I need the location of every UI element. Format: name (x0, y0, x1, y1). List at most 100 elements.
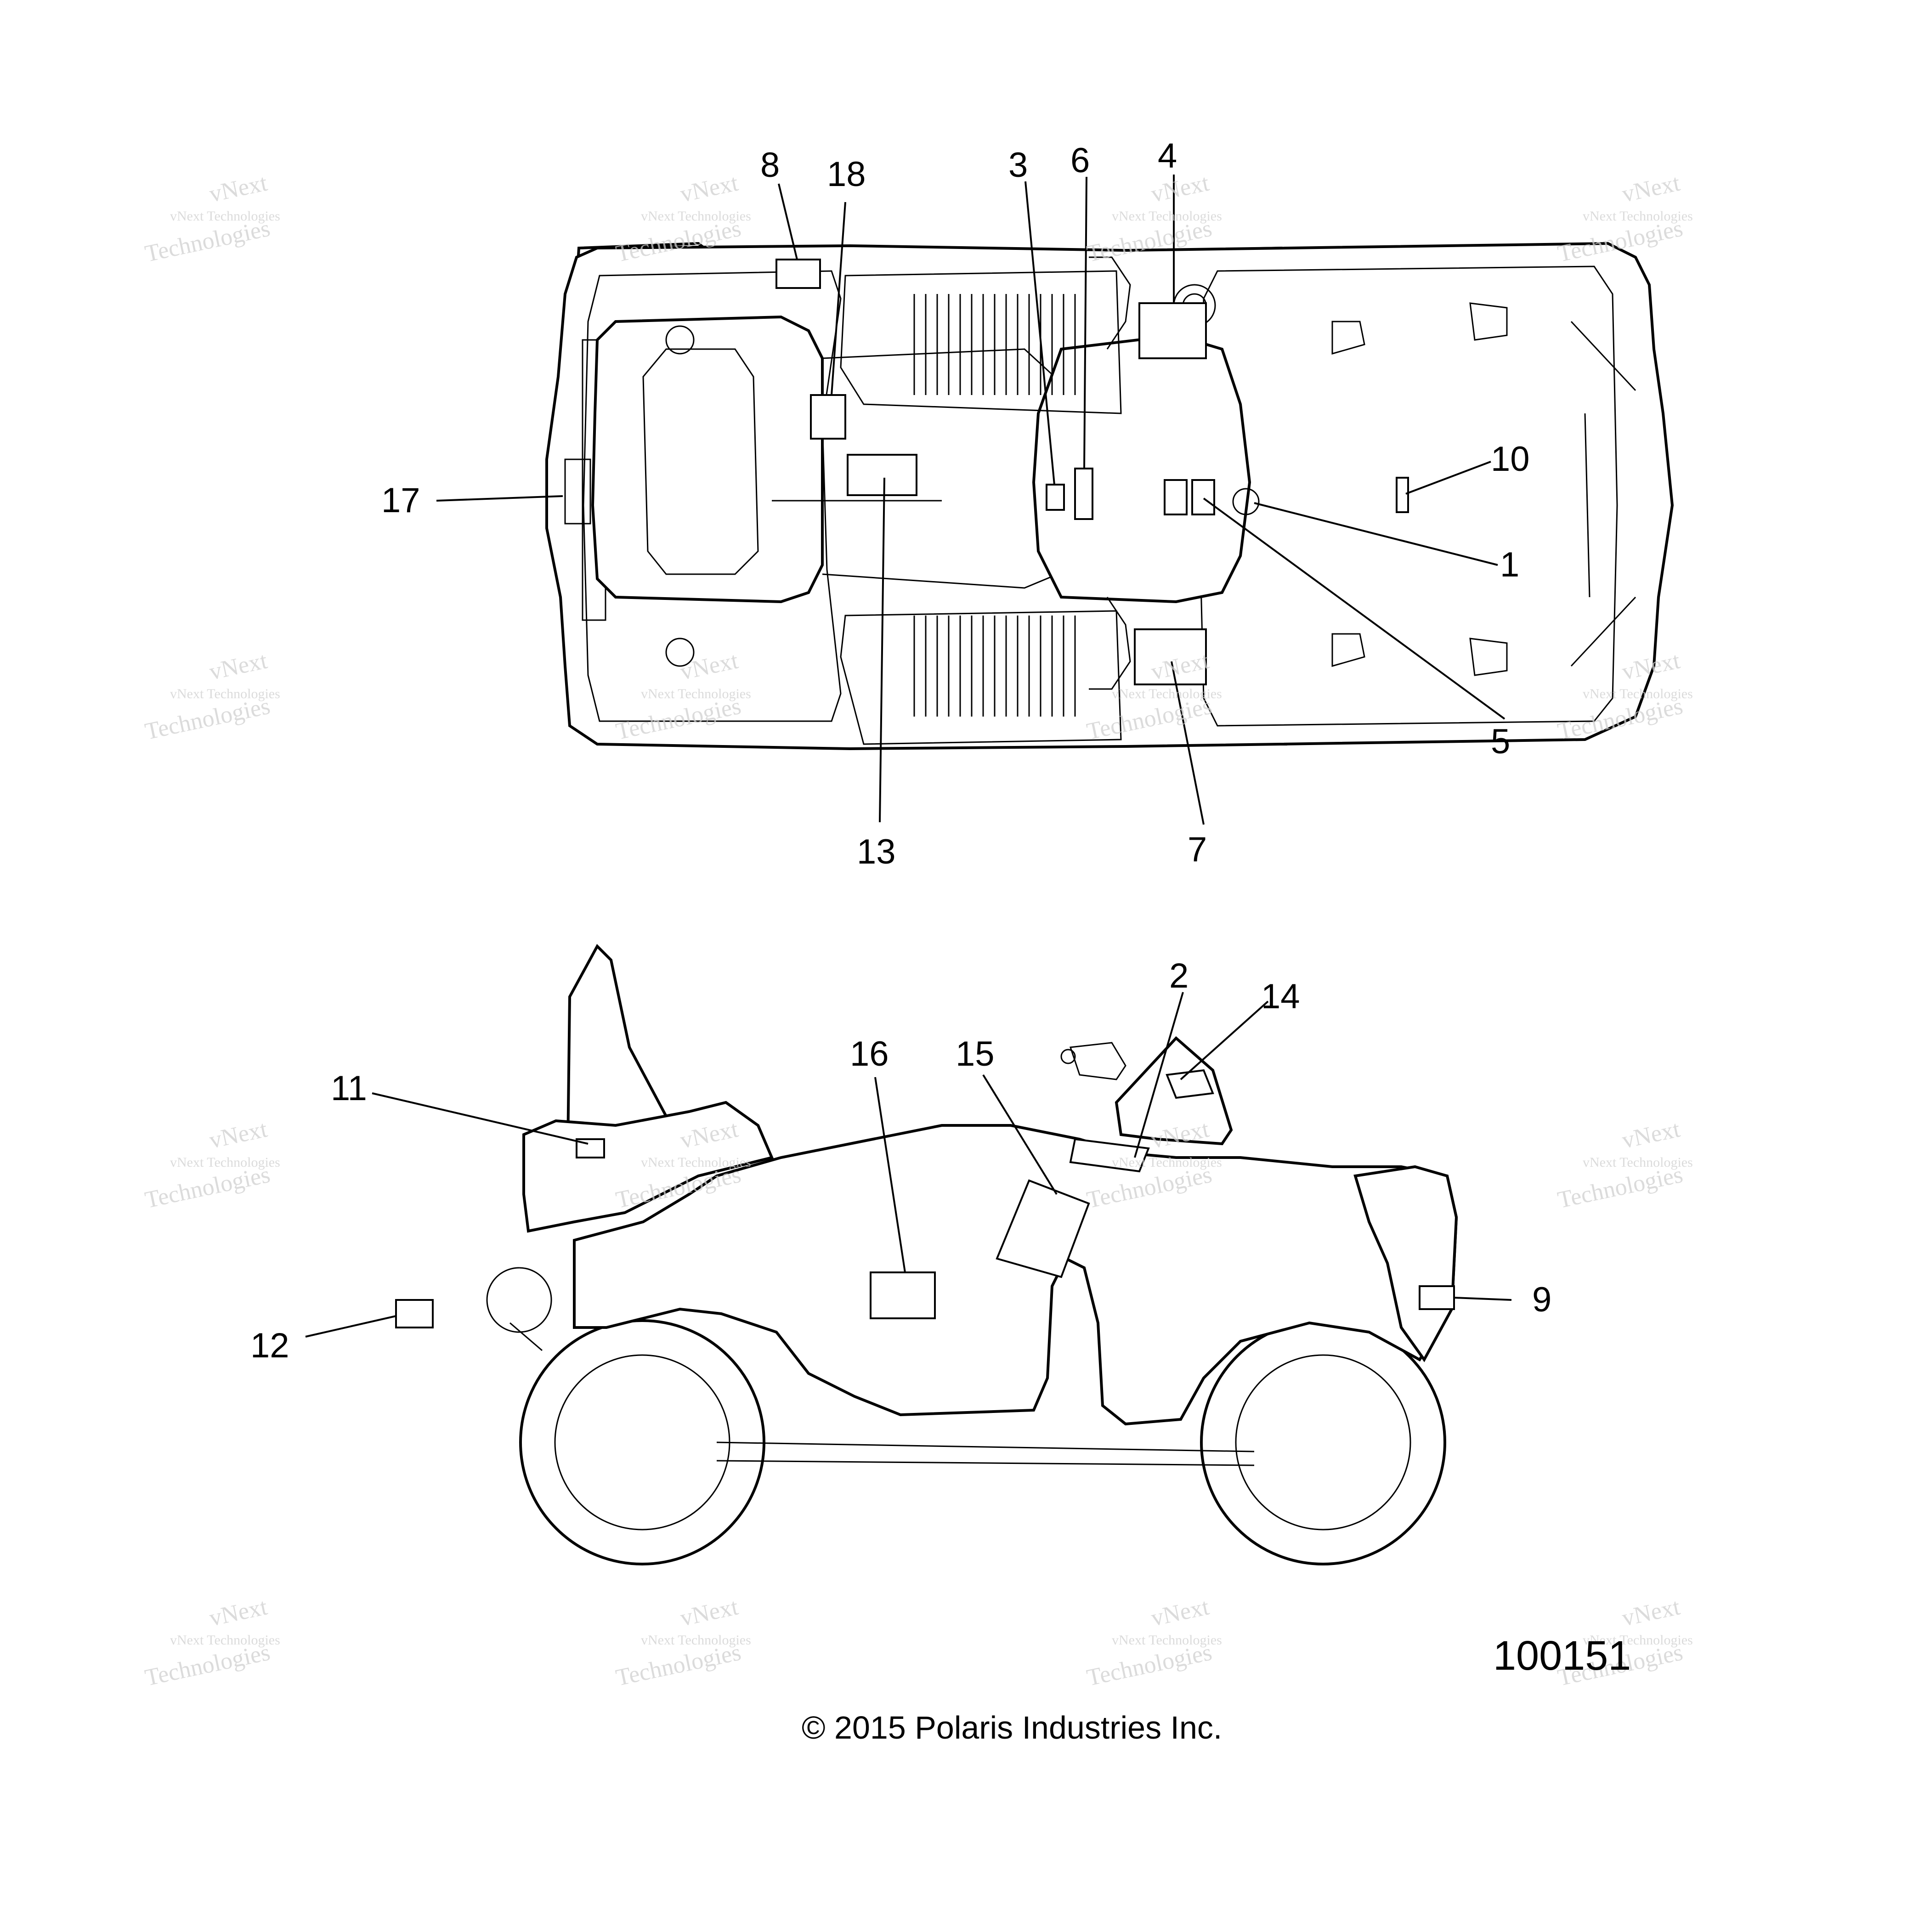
callout-9: 9 (1532, 1280, 1551, 1319)
decal-10 (1396, 477, 1409, 513)
seat (591, 315, 824, 604)
callout-16: 16 (850, 1034, 889, 1073)
svg-text:vNext Technologies: vNext Technologies (1112, 1633, 1222, 1648)
seat-contour (642, 348, 759, 575)
headlight (1232, 488, 1260, 515)
svg-text:vNext: vNext (207, 1116, 270, 1153)
svg-text:vNext Technologies: vNext Technologies (1112, 1155, 1222, 1170)
svg-text:vNext Technologies: vNext Technologies (1583, 209, 1693, 224)
exhaust (486, 1267, 552, 1351)
left-handlebar (1089, 256, 1131, 350)
watermark-15: vNext vNext Technologies Technologies (1085, 1593, 1222, 1691)
callout-15: 15 (956, 1034, 995, 1073)
side-view: 2 14 11 16 15 9 12 (250, 944, 1551, 1565)
grip-end (1060, 1049, 1076, 1064)
svg-text:vNext: vNext (207, 169, 270, 207)
svg-text:vNext Technologies: vNext Technologies (1112, 209, 1222, 224)
svg-text:vNext: vNext (1620, 1593, 1683, 1631)
svg-text:vNext: vNext (207, 1593, 270, 1631)
svg-text:vNext Technologies: vNext Technologies (1583, 686, 1693, 701)
top-callouts: 8 18 3 6 4 10 1 5 7 13 17 (381, 136, 1530, 871)
svg-text:vNext Technologies: vNext Technologies (170, 209, 280, 224)
decal-6 (1074, 468, 1093, 520)
decal-18 (810, 394, 846, 440)
callout-5: 5 (1491, 722, 1510, 761)
svg-text:vNext Technologies: vNext Technologies (641, 1155, 751, 1170)
watermark-1: vNext vNext Technologies Technologies (143, 169, 280, 267)
front-fender (1353, 1165, 1458, 1362)
watermark-5: vNext vNext Technologies Technologies (143, 647, 280, 745)
copyright: © 2015 Polaris Industries Inc. (802, 1710, 1222, 1746)
right-footrest-treads (913, 616, 1076, 717)
rack-holes (665, 302, 1636, 676)
tail-light (564, 458, 591, 525)
decal-5a (1164, 479, 1188, 515)
grip (1069, 1042, 1126, 1080)
watermark-4: vNext vNext Technologies Technologies (1556, 169, 1693, 267)
callout-4: 4 (1158, 136, 1177, 175)
left-footrest-treads (913, 294, 1076, 395)
watermark-14: vNext vNext Technologies Technologies (614, 1593, 751, 1691)
svg-text:vNext Technologies: vNext Technologies (1583, 1155, 1693, 1170)
side-callouts: 2 14 11 16 15 9 12 (250, 956, 1551, 1365)
callout-17: 17 (381, 481, 420, 520)
handlebar-pod (1032, 333, 1251, 604)
decal-8 (775, 259, 821, 289)
decal-15 (996, 1179, 1090, 1278)
svg-text:vNext: vNext (1620, 169, 1683, 207)
decal-12 (395, 1299, 434, 1328)
svg-text:vNext Technologies: vNext Technologies (1112, 686, 1222, 701)
decal-16 (870, 1271, 936, 1319)
svg-text:vNext Technologies: vNext Technologies (170, 1633, 280, 1648)
callout-10: 10 (1491, 440, 1530, 479)
callout-13: 13 (857, 832, 896, 871)
callout-6: 6 (1070, 141, 1090, 180)
callout-1: 1 (1500, 545, 1519, 584)
svg-text:vNext Technologies: vNext Technologies (641, 1633, 751, 1648)
decal-5b (1191, 479, 1215, 515)
decal-4 (1138, 302, 1207, 359)
watermark-12: vNext vNext Technologies Technologies (1556, 1116, 1693, 1213)
svg-text:vNext: vNext (207, 647, 270, 685)
rear-fender (522, 1101, 774, 1233)
svg-text:vNext Technologies: vNext Technologies (641, 686, 751, 701)
svg-text:vNext Technologies: vNext Technologies (170, 1155, 280, 1170)
right-handlebar (1089, 597, 1131, 690)
callout-12: 12 (250, 1326, 289, 1365)
svg-text:vNext: vNext (678, 169, 741, 207)
left-footwell (840, 270, 1122, 414)
watermark-9: vNext vNext Technologies Technologies (143, 1116, 280, 1213)
side-leader-lines (305, 992, 1512, 1338)
callout-7: 7 (1188, 830, 1207, 869)
front-rim (1235, 1354, 1411, 1531)
svg-text:vNext Technologies: vNext Technologies (170, 686, 280, 701)
callout-8: 8 (760, 146, 780, 185)
side-body-outline (573, 1124, 1458, 1426)
top-leader-lines (436, 175, 1506, 825)
callout-3: 3 (1008, 146, 1028, 185)
decal-2 (1069, 1138, 1150, 1173)
front-tire (1200, 1319, 1446, 1565)
decal-13 (847, 454, 917, 496)
callout-18: 18 (827, 155, 866, 194)
decal-7 (1134, 628, 1207, 685)
watermark-13: vNext vNext Technologies Technologies (143, 1593, 280, 1691)
svg-text:vNext: vNext (1149, 1593, 1212, 1631)
decal-3 (1046, 484, 1065, 511)
right-footwell (840, 610, 1122, 745)
svg-text:vNext Technologies: vNext Technologies (641, 209, 751, 224)
frame-bottom (716, 1441, 1255, 1466)
decal-9 (1419, 1285, 1455, 1310)
callout-14: 14 (1261, 977, 1300, 1016)
svg-text:vNext: vNext (678, 1593, 741, 1631)
callout-11: 11 (331, 1069, 367, 1108)
decal-14 (1166, 1069, 1214, 1099)
rear-tire (519, 1319, 765, 1565)
part-number: 100151 (1493, 1633, 1631, 1679)
svg-text:vNext Technologies: vNext Technologies (1583, 1633, 1693, 1648)
top-view: 8 18 3 6 4 10 1 5 7 13 17 (381, 136, 1674, 871)
svg-text:vNext: vNext (1620, 1116, 1683, 1153)
callout-2: 2 (1169, 956, 1189, 995)
